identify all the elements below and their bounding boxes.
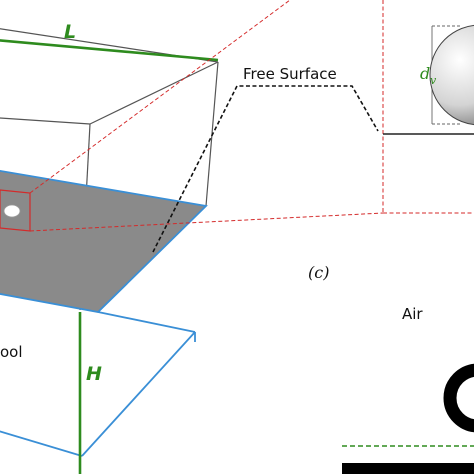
free-surface-outline (0, 169, 208, 313)
free-surface-label: Free Surface (243, 65, 337, 83)
panel-c: (c) Air (308, 263, 474, 474)
free-surface-leader (152, 85, 379, 253)
air-label: Air (402, 305, 423, 323)
inset-bubble (429, 24, 474, 126)
bubble-marker (3, 204, 21, 218)
zoom-guide-upper (29, 0, 291, 194)
free-surface-callout: Free Surface (152, 65, 379, 253)
length-line (0, 39, 219, 62)
zoom-guides (29, 0, 384, 232)
zoom-guide-lower (29, 212, 384, 232)
free-surface-plane (0, 169, 208, 313)
diameter-label: d (420, 64, 430, 83)
box-edge-front-left (0, 117, 91, 125)
pool-edge-bottom-right (81, 331, 196, 457)
length-label: L (64, 21, 76, 43)
pool-box (0, 311, 196, 457)
bubble-cross-section (443, 363, 474, 433)
diameter-subscript: v (430, 74, 437, 87)
pool-edge-right (97, 311, 196, 333)
height-dimension: H (78, 312, 102, 474)
zoom-region (0, 189, 31, 232)
height-label: H (86, 363, 102, 385)
length-dimension: L (0, 21, 219, 62)
pool-edge-bottom (0, 430, 83, 457)
inset-panel: d v (382, 0, 474, 214)
pool-label: ool (0, 343, 23, 361)
panel-c-label: (c) (308, 263, 329, 282)
pool-bottom-bar (342, 463, 474, 474)
free-surface-fill (0, 170, 206, 312)
box-edge-top-right (89, 61, 219, 125)
